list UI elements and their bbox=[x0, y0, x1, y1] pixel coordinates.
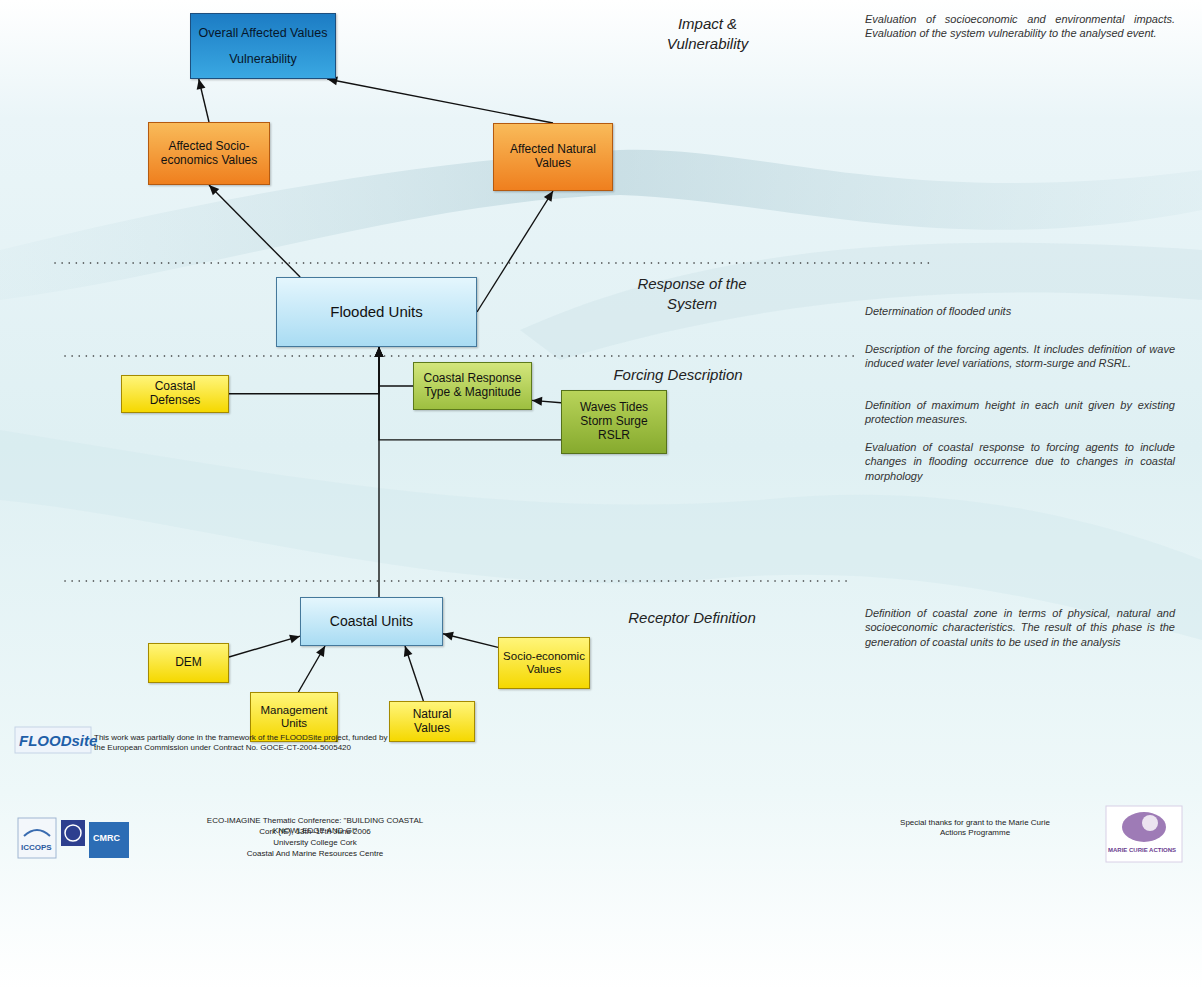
arrow-head bbox=[209, 185, 219, 195]
box-text: Coastal Response Type & Magnitude bbox=[420, 372, 525, 400]
flow-arrow bbox=[327, 76, 553, 123]
phase-separator bbox=[65, 355, 855, 357]
input-box: Socio-economic Values bbox=[498, 637, 590, 689]
vulnerability-box: Overall Affected ValuesVulnerability bbox=[190, 13, 336, 79]
logo-mark bbox=[1122, 812, 1166, 842]
box-text: Socio-economic Values bbox=[503, 650, 585, 676]
box-text: Waves Tides Storm Surge RSLR bbox=[578, 401, 650, 442]
affected-values-box: Affected Natural Values bbox=[493, 123, 613, 191]
arrow-head bbox=[375, 347, 384, 357]
logo-frame bbox=[1106, 806, 1182, 862]
flow-arrow bbox=[375, 347, 414, 386]
conference-note: University College Cork bbox=[180, 838, 450, 848]
phase-description: Description of the forcing agents. It in… bbox=[865, 342, 1175, 371]
flow-arrow bbox=[443, 632, 498, 648]
flow-arrow bbox=[209, 185, 300, 277]
forcing-box: Waves Tides Storm Surge RSLR bbox=[561, 390, 667, 454]
affected-values-box: Affected Socio-economics Values bbox=[148, 122, 270, 185]
arrow-head bbox=[289, 635, 300, 644]
box-text: Management Units bbox=[255, 704, 333, 730]
phase-description: Evaluation of coastal response to forcin… bbox=[865, 440, 1175, 483]
phase-title: Response of the System bbox=[612, 274, 772, 313]
logo-mark bbox=[61, 820, 85, 846]
input-box: DEM bbox=[148, 643, 229, 683]
logo-text: MARIE CURIE ACTIONS bbox=[1108, 847, 1176, 855]
phase-separator bbox=[65, 580, 850, 582]
logo-frame bbox=[89, 822, 129, 858]
arrow-head bbox=[544, 191, 553, 202]
coastal-units-box: Coastal Units bbox=[300, 597, 443, 646]
box-text: Natural Values bbox=[396, 708, 468, 736]
flow-arrow bbox=[197, 79, 209, 122]
flow-line bbox=[379, 347, 561, 440]
conference-note: Coastal And Marine Resources Centre bbox=[180, 849, 450, 859]
phase-description: Definition of maximum height in each uni… bbox=[865, 398, 1175, 427]
box-text: Coastal Defenses bbox=[128, 380, 222, 408]
box-text: Overall Affected Values bbox=[199, 26, 328, 40]
arrow-head bbox=[197, 79, 206, 90]
flow-line bbox=[379, 347, 413, 386]
phase-description: Definition of coastal zone in terms of p… bbox=[865, 606, 1175, 649]
logo-mark bbox=[1142, 815, 1158, 831]
phase-title: Impact & Vulnerability bbox=[650, 14, 765, 53]
phase-title: Forcing Description bbox=[598, 365, 758, 385]
wave-band bbox=[520, 243, 1202, 360]
arrow-head bbox=[375, 347, 384, 357]
thanks-note: Special thanks for grant to the Marie Cu… bbox=[900, 818, 1050, 839]
phase-separator bbox=[55, 262, 935, 264]
logo-text: ICCOPS bbox=[21, 843, 52, 853]
arrow-head bbox=[375, 347, 384, 357]
forcing-box: Coastal Response Type & Magnitude bbox=[413, 362, 532, 410]
phase-description: Evaluation of socioeconomic and environm… bbox=[865, 12, 1175, 41]
arrow-head bbox=[375, 347, 384, 357]
funding-note: This work was partially done in the fram… bbox=[94, 733, 394, 754]
arrow-head bbox=[404, 646, 413, 657]
flow-arrow bbox=[229, 347, 384, 394]
logo-text: CMRC bbox=[93, 833, 120, 845]
flow-arrow bbox=[229, 635, 300, 657]
box-text: Flooded Units bbox=[330, 303, 423, 320]
flow-arrow bbox=[532, 397, 561, 406]
flow-line bbox=[229, 347, 379, 394]
logo-mark bbox=[65, 825, 81, 841]
flow-line bbox=[477, 191, 553, 312]
conference-note: Cork (IE), 13th–17th June 2006 bbox=[180, 827, 450, 837]
flow-line bbox=[298, 646, 325, 692]
box-text: Affected Natural Values bbox=[500, 143, 606, 171]
flooded-units-box: Flooded Units bbox=[276, 277, 477, 347]
flow-line bbox=[229, 636, 300, 657]
phase-description: Determination of flooded units bbox=[865, 304, 1175, 318]
box-text: Coastal Units bbox=[330, 613, 413, 629]
flow-arrow bbox=[375, 347, 562, 440]
logo-frame bbox=[18, 818, 56, 858]
input-box: Coastal Defenses bbox=[121, 375, 229, 413]
flow-arrow bbox=[477, 191, 553, 312]
flow-line bbox=[209, 185, 300, 277]
flow-arrow bbox=[298, 646, 325, 692]
arrow-head bbox=[316, 646, 325, 657]
arrow-head bbox=[532, 397, 542, 406]
phase-title: Receptor Definition bbox=[602, 608, 782, 628]
logo-mark bbox=[24, 830, 50, 836]
input-box: Natural Values bbox=[389, 701, 475, 742]
flow-line bbox=[327, 79, 553, 123]
arrow-head bbox=[443, 632, 454, 641]
flow-arrow bbox=[404, 646, 423, 701]
box-text: Vulnerability bbox=[229, 52, 297, 66]
box-text: Affected Socio-economics Values bbox=[155, 140, 263, 168]
box-text: DEM bbox=[175, 656, 202, 670]
project-logo: FLOODsite bbox=[19, 731, 97, 751]
